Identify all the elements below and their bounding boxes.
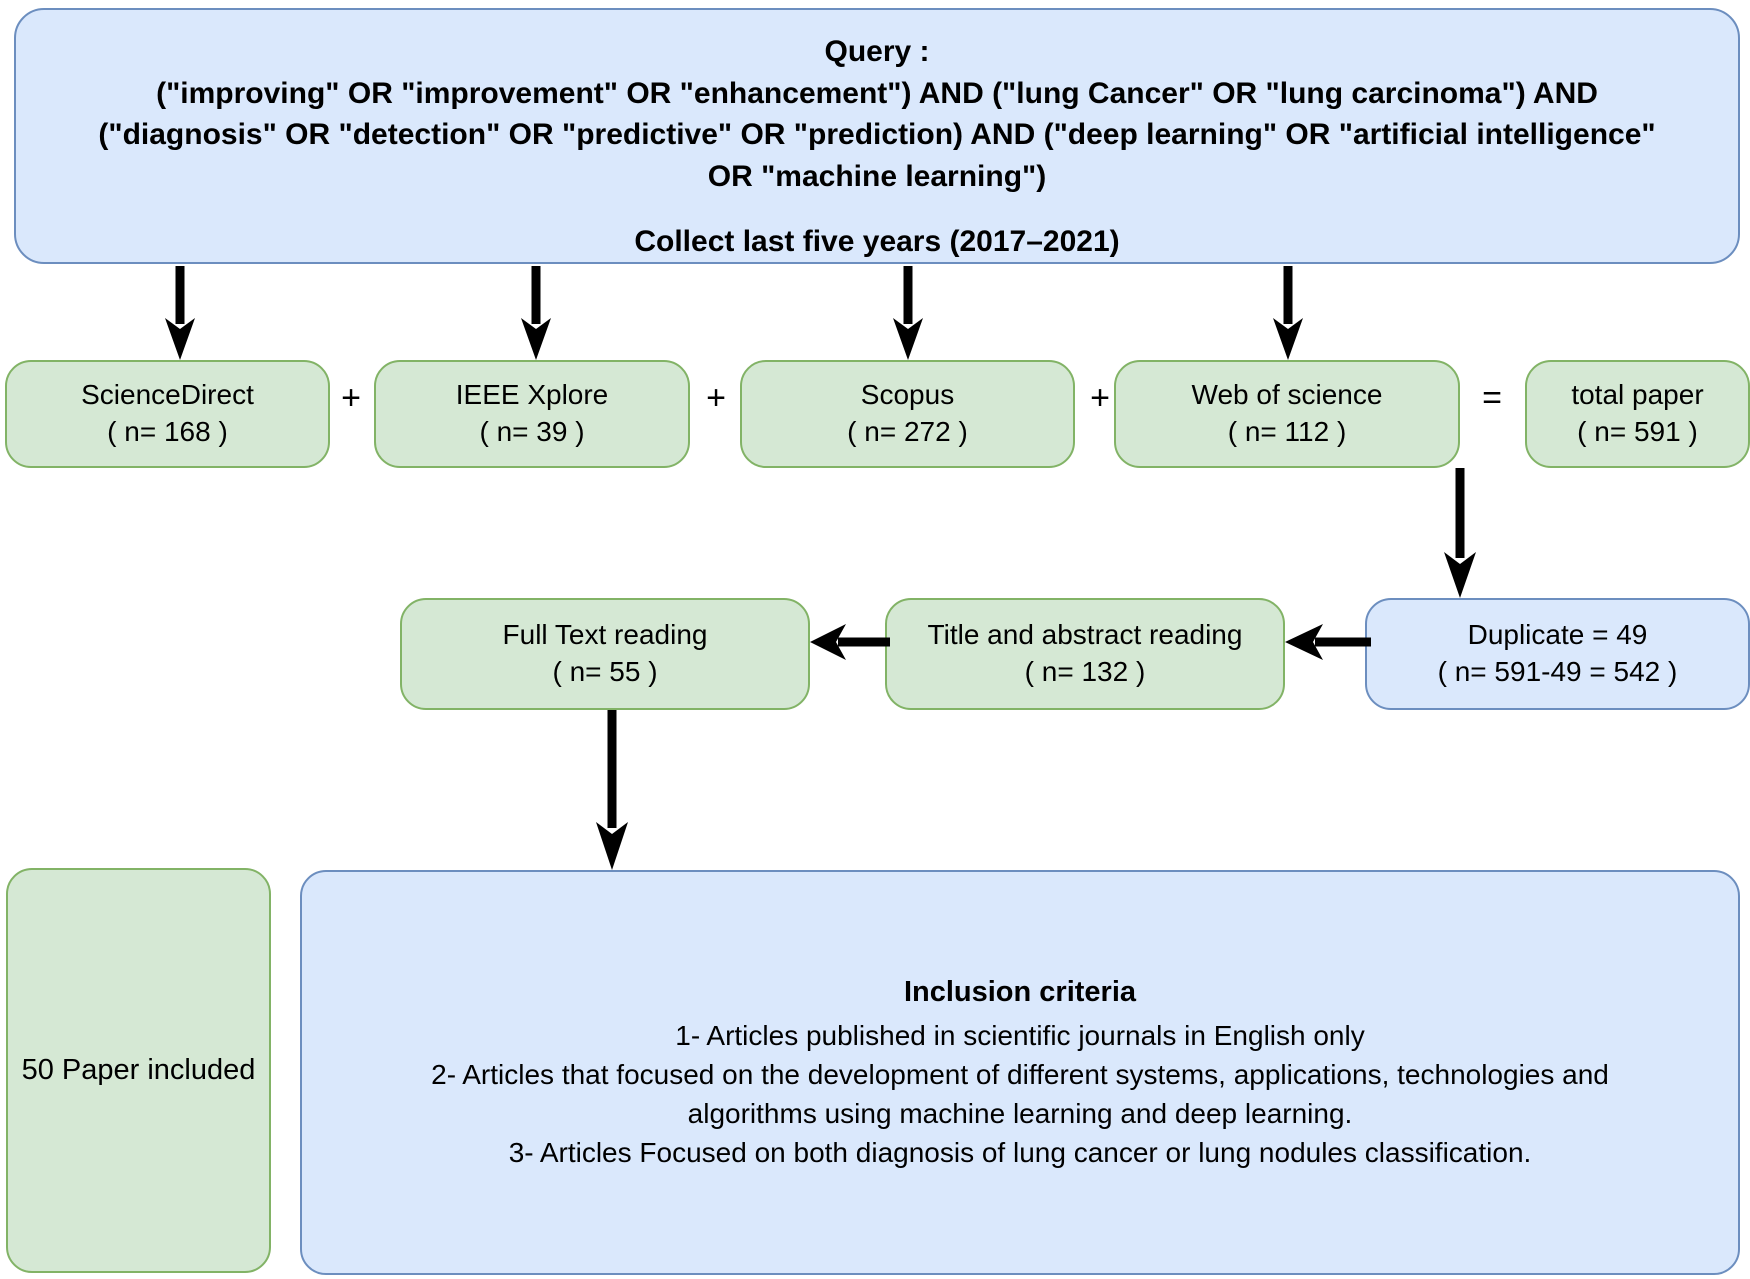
criteria-item-3: 3- Articles Focused on both diagnosis of…	[508, 1136, 1532, 1168]
arrow-query-to-scopus	[888, 266, 928, 362]
source-count: ( n= 112 )	[1227, 416, 1347, 447]
full-text-reading-box: Full Text reading ( n= 55 )	[400, 598, 810, 710]
source-box-sciencedirect: ScienceDirect ( n= 168 )	[5, 360, 330, 468]
source-box-total-paper: total paper ( n= 591 )	[1525, 360, 1750, 468]
title-abstract-label: Title and abstract reading	[927, 619, 1243, 651]
source-box-ieee-xplore: IEEE Xplore ( n= 39 )	[374, 360, 690, 468]
source-name: Web of science	[1191, 379, 1383, 411]
operator-equals: =	[1482, 379, 1502, 417]
source-name: total paper	[1571, 379, 1704, 411]
source-count: ( n= 39 )	[479, 416, 585, 447]
criteria-item-2: 2- Articles that focused on the developm…	[431, 1058, 1609, 1090]
source-count: ( n= 591 )	[1577, 416, 1698, 447]
source-name: Scopus	[860, 379, 955, 411]
operator-plus-3: +	[1090, 379, 1110, 417]
operator-plus-1: +	[341, 379, 361, 417]
operator-plus-2: +	[706, 379, 726, 417]
duplicate-box: Duplicate = 49 ( n= 591-49 = 542 )	[1365, 598, 1750, 710]
full-text-count: ( n= 55 )	[552, 656, 658, 687]
query-line-3: OR "machine learning")	[707, 159, 1047, 193]
arrow-total-to-duplicate	[1440, 468, 1480, 600]
inclusion-criteria-title: Inclusion criteria	[903, 976, 1137, 1009]
query-title: Query :	[824, 35, 930, 68]
source-name: IEEE Xplore	[455, 379, 609, 411]
duplicate-label: Duplicate = 49	[1467, 619, 1648, 651]
arrow-query-to-ieee	[516, 266, 556, 362]
source-box-scopus: Scopus ( n= 272 )	[740, 360, 1075, 468]
source-count: ( n= 272 )	[847, 416, 968, 447]
duplicate-count: ( n= 591-49 = 542 )	[1437, 656, 1678, 687]
source-box-web-of-science: Web of science ( n= 112 )	[1114, 360, 1460, 468]
inclusion-criteria-box: Inclusion criteria 1- Articles published…	[300, 870, 1740, 1275]
full-text-label: Full Text reading	[502, 619, 708, 651]
query-collect-range: Collect last five years (2017–2021)	[634, 225, 1120, 259]
arrow-query-to-sciencedirect	[160, 266, 200, 362]
title-abstract-reading-box: Title and abstract reading ( n= 132 )	[885, 598, 1285, 710]
title-abstract-count: ( n= 132 )	[1024, 656, 1146, 687]
criteria-item-1: 1- Articles published in scientific jour…	[675, 1019, 1365, 1051]
arrow-full-text-to-criteria	[592, 710, 632, 872]
query-line-1: ("improving" OR "improvement" OR "enhanc…	[156, 76, 1598, 110]
source-name: ScienceDirect	[81, 379, 254, 411]
arrow-title-abstract-to-full-text	[810, 612, 890, 672]
criteria-item-2-cont: algorithms using machine learning and de…	[687, 1097, 1353, 1129]
papers-included-label: 50 Paper included	[21, 1054, 256, 1087]
query-line-2: ("diagnosis" OR "detection" OR "predicti…	[98, 118, 1656, 152]
query-box: Query : ("improving" OR "improvement" OR…	[14, 8, 1740, 264]
arrow-duplicate-to-title-abstract	[1285, 612, 1371, 672]
papers-included-box: 50 Paper included	[6, 868, 271, 1273]
source-count: ( n= 168 )	[107, 416, 228, 447]
arrow-query-to-webofscience	[1268, 266, 1308, 362]
